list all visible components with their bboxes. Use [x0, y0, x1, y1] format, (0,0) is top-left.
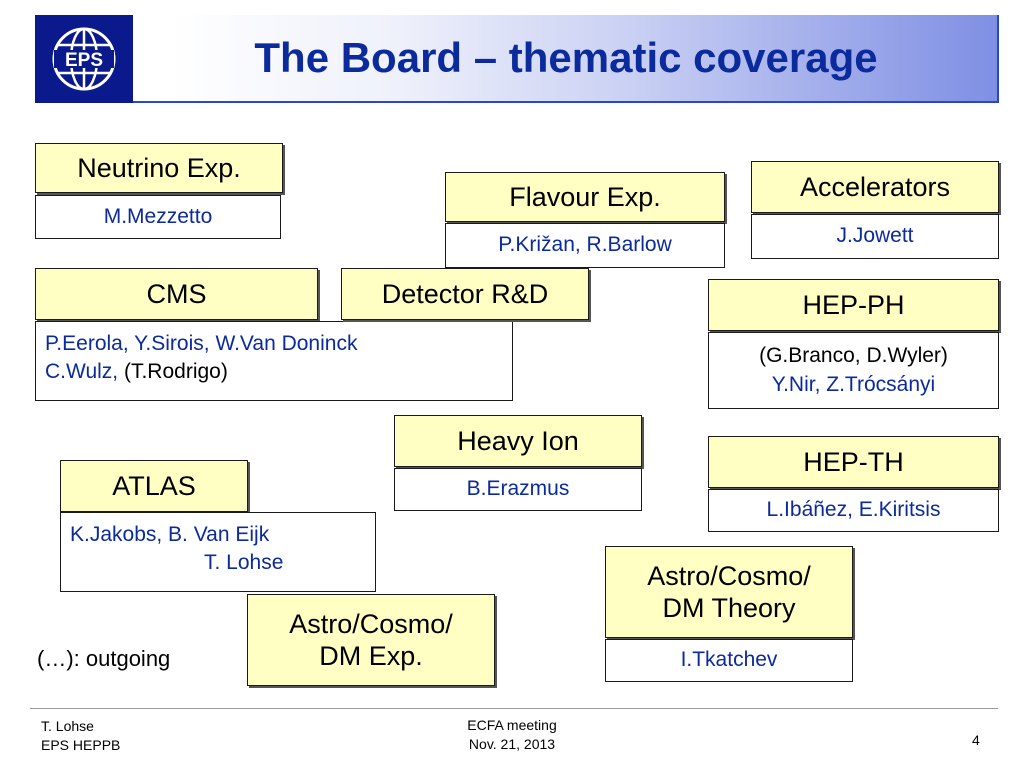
neutrino-exp-label: Neutrino Exp. [35, 143, 283, 193]
cms-label: CMS [35, 268, 318, 320]
accelerators-names: J.Jowett [751, 214, 999, 259]
astro-exp-label-line1: Astro/Cosmo/ [289, 608, 453, 639]
hep-ph-members-current: Y.Nir, Z.Trócsányi [771, 372, 936, 396]
astro-cosmo-dm-theory-label: Astro/Cosmo/ DM Theory [605, 546, 853, 638]
heavy-ion-member: B.Erazmus [466, 477, 570, 501]
footer-event-block: ECFA meeting Nov. 21, 2013 [412, 716, 612, 754]
atlas-members-line2: T. Lohse [204, 551, 284, 575]
astro-theory-label-line2: DM Theory [662, 593, 796, 623]
globe-icon: EPS [52, 27, 116, 91]
astro-theory-label-line1: Astro/Cosmo/ [647, 560, 811, 591]
logo-text: EPS [65, 50, 103, 71]
astro-cosmo-dm-exp-label: Astro/Cosmo/ DM Exp. [247, 594, 495, 686]
detector-rd-label: Detector R&D [341, 268, 589, 320]
hep-th-label: HEP-TH [708, 436, 999, 488]
hep-ph-members-outgoing: (G.Branco, D.Wyler) [759, 344, 948, 368]
cms-members-line1: P.Eerola, Y.Sirois, W.Van Doninck [45, 332, 358, 355]
accelerators-member: J.Jowett [836, 224, 914, 248]
heavy-ion-names: B.Erazmus [394, 468, 642, 511]
heavy-ion-label: Heavy Ion [394, 415, 642, 467]
slide-title: The Board – thematic coverage [254, 34, 878, 81]
astro-cosmo-dm-theory-names: I.Tkatchev [605, 639, 853, 682]
footer-author: T. Lohse [41, 718, 94, 734]
hep-th-names: L.Ibáñez, E.Kiritsis [708, 489, 999, 532]
hep-ph-names: (G.Branco, D.Wyler) Y.Nir, Z.Trócsányi [708, 332, 999, 409]
footer-divider [30, 708, 998, 709]
hep-th-members: L.Ibáñez, E.Kiritsis [766, 498, 941, 522]
flavour-exp-names: P.Križan, R.Barlow [445, 223, 725, 268]
footer-date: Nov. 21, 2013 [468, 736, 556, 752]
neutrino-exp-names: M.Mezzetto [35, 195, 281, 239]
atlas-members-line1: K.Jakobs, B. Van Eijk [70, 523, 270, 546]
eps-logo: EPS [35, 15, 133, 103]
cms-member-current: C.Wulz, [45, 360, 119, 384]
cms-names: P.Eerola, Y.Sirois, W.Van Doninck C.Wulz… [35, 321, 513, 401]
title-banner [35, 15, 999, 103]
cms-members-line2: C.Wulz, (T.Rodrigo) [45, 358, 512, 386]
atlas-label: ATLAS [60, 460, 248, 512]
hep-ph-label: HEP-PH [708, 279, 999, 331]
neutrino-exp-member: M.Mezzetto [103, 204, 213, 228]
footer-author-block: T. Lohse EPS HEPPB [41, 717, 120, 755]
footer-event: ECFA meeting [467, 717, 557, 733]
atlas-names: K.Jakobs, B. Van Eijk T. Lohse [60, 512, 376, 592]
flavour-exp-label: Flavour Exp. [445, 172, 725, 222]
astro-exp-label-line2: DM Exp. [319, 641, 423, 671]
accelerators-label: Accelerators [751, 161, 999, 213]
astro-theory-member: I.Tkatchev [680, 648, 778, 672]
flavour-exp-members: P.Križan, R.Barlow [498, 233, 672, 257]
cms-member-outgoing: (T.Rodrigo) [123, 360, 228, 384]
outgoing-note: (…): outgoing [37, 646, 171, 671]
footer-org: EPS HEPPB [41, 737, 121, 753]
page-number: 4 [972, 732, 980, 748]
